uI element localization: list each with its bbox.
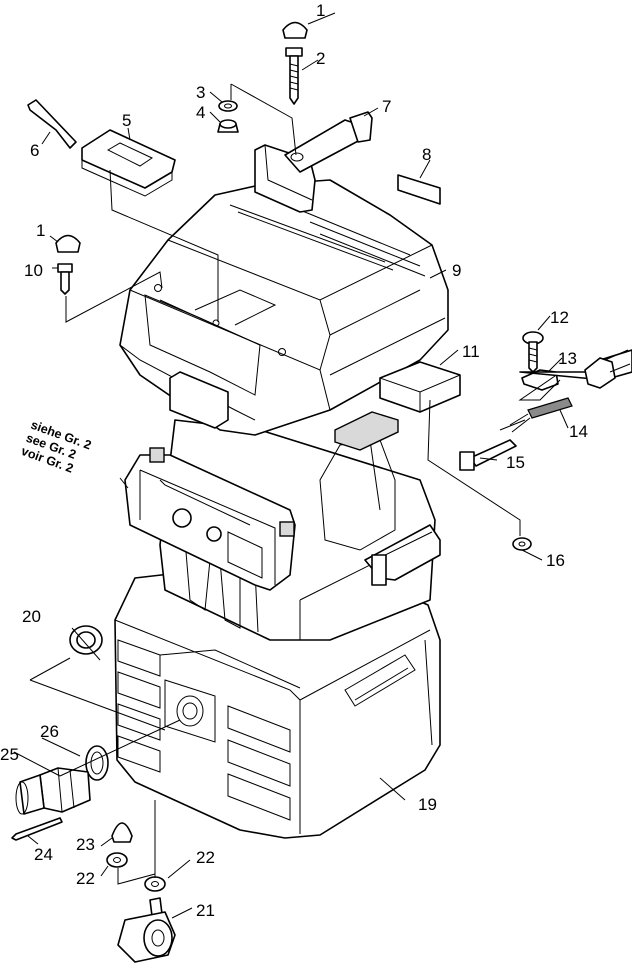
inlet-fitting-25 xyxy=(15,767,91,815)
union-nut-20 xyxy=(69,625,103,661)
top-cover xyxy=(119,179,449,436)
label-19: 19 xyxy=(418,795,437,814)
label-22-right: 22 xyxy=(196,848,215,867)
label-7: 7 xyxy=(382,97,391,116)
label-14: 14 xyxy=(569,422,588,441)
label-15: 15 xyxy=(506,453,525,472)
motor-frame xyxy=(159,419,441,641)
box-11 xyxy=(379,361,461,413)
label-2: 2 xyxy=(316,49,325,68)
label-10: 10 xyxy=(24,261,43,280)
switch-bracket xyxy=(254,111,373,213)
label-6: 6 xyxy=(30,141,39,160)
label-9: 9 xyxy=(452,261,461,280)
label-1-top: 1 xyxy=(316,1,325,20)
label-23: 23 xyxy=(76,835,95,854)
part-numbers: 1 2 3 4 5 6 7 8 9 1 10 11 12 13 14 15 16… xyxy=(0,1,588,920)
label-4: 4 xyxy=(196,103,205,122)
label-25: 25 xyxy=(0,745,19,764)
label-13: 13 xyxy=(558,349,577,368)
base-housing xyxy=(114,559,441,839)
label-24: 24 xyxy=(34,845,53,864)
gray-block xyxy=(334,411,399,451)
label-12: 12 xyxy=(550,308,569,327)
caster-wheel-21 xyxy=(117,897,176,963)
cap-23 xyxy=(111,822,133,843)
screw-2 xyxy=(285,47,303,105)
cap-1-lower xyxy=(55,234,81,253)
screw-10 xyxy=(57,263,73,295)
reference-note: siehe Gr. 2 see Gr. 2 voir Gr. 2 xyxy=(19,418,93,476)
washer-22-left xyxy=(106,852,128,868)
label-22-left: 22 xyxy=(76,869,95,888)
cable-end-14 xyxy=(499,397,573,433)
label-20: 20 xyxy=(22,607,41,626)
leader-lines xyxy=(13,12,569,919)
pin-24 xyxy=(11,817,63,841)
label-8 xyxy=(397,174,441,205)
washer-22-right xyxy=(144,876,166,892)
label-21: 21 xyxy=(196,901,215,920)
label-5: 5 xyxy=(122,111,131,130)
label-11: 11 xyxy=(462,342,480,361)
nut-4 xyxy=(217,119,239,133)
hex-key-6 xyxy=(27,99,77,149)
ring-26 xyxy=(85,745,109,781)
cap-1-top xyxy=(282,21,308,39)
label-8: 8 xyxy=(422,145,431,164)
label-26: 26 xyxy=(40,722,59,741)
label-3: 3 xyxy=(196,83,205,102)
label-1-lower: 1 xyxy=(36,221,45,240)
label-16: 16 xyxy=(546,551,565,570)
washer-3 xyxy=(218,100,238,112)
strain-relief-15 xyxy=(459,439,517,471)
screw-12 xyxy=(522,331,544,373)
control-panel-frame xyxy=(124,447,296,591)
power-cable xyxy=(518,349,632,401)
frame-5 xyxy=(81,129,176,197)
washer-16 xyxy=(512,537,532,551)
